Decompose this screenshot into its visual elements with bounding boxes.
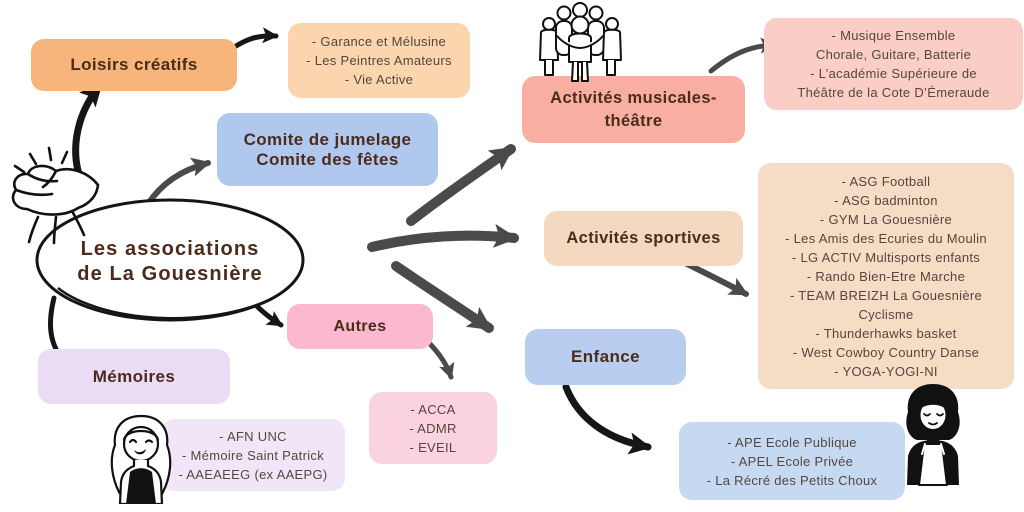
list-item: - EVEIL bbox=[409, 439, 457, 455]
node-loisirs-label: Loisirs créatifs bbox=[70, 55, 198, 74]
node-musicales-line1: Activités musicales- bbox=[550, 88, 717, 107]
list-item: - YOGA-YOGI-NI bbox=[834, 363, 938, 379]
list-sportives[interactable]: - ASG Football - ASG badminton - GYM La … bbox=[758, 163, 1014, 389]
node-activites-sportives[interactable]: Activités sportives bbox=[544, 211, 743, 266]
node-comite[interactable]: Comite de jumelage Comite des fêtes bbox=[217, 113, 438, 186]
node-autres-label: Autres bbox=[333, 317, 387, 335]
list-item: - Les Peintres Amateurs bbox=[306, 53, 452, 68]
node-activites-musicales[interactable]: Activités musicales- théâtre bbox=[522, 76, 745, 143]
girl-winking-icon bbox=[104, 412, 178, 509]
node-loisirs-creatifs[interactable]: Loisirs créatifs bbox=[31, 39, 237, 91]
node-sportives-label: Activités sportives bbox=[566, 229, 721, 247]
list-item: - APE Ecole Publique bbox=[727, 434, 857, 450]
list-loisirs[interactable]: - Garance et Mélusine - Les Peintres Ama… bbox=[288, 23, 470, 98]
central-topic[interactable]: Les associations de La Gouesnière bbox=[30, 196, 310, 328]
node-memoires[interactable]: Mémoires bbox=[38, 349, 230, 404]
list-item: Théâtre de la Cote D’Émeraude bbox=[797, 85, 990, 100]
list-enfance[interactable]: - APE Ecole Publique - APEL Ecole Privée… bbox=[679, 422, 905, 500]
list-item: - GYM La Gouesnière bbox=[819, 211, 953, 227]
list-item: - TEAM BREIZH La Gouesnière bbox=[789, 287, 983, 303]
list-autres[interactable]: - ACCA - ADMR - EVEIL bbox=[369, 392, 497, 464]
list-item: - LG ACTIV Multisports enfants bbox=[791, 249, 981, 265]
list-item: - Les Amis des Ecuries du Moulin bbox=[785, 230, 987, 246]
list-item: - AAEAEEG (ex AAEPG) bbox=[178, 466, 328, 482]
list-item: - ASG badminton bbox=[834, 192, 938, 208]
hands-together-icon bbox=[0, 138, 105, 253]
list-item: - Mémoire Saint Patrick bbox=[182, 447, 324, 463]
list-item: - Musique Ensemble bbox=[831, 28, 956, 43]
node-autres[interactable]: Autres bbox=[287, 304, 433, 349]
list-item: - Vie Active bbox=[344, 72, 414, 87]
central-title-line1: Les associations bbox=[80, 238, 260, 260]
list-item: - L’académie Supérieure de bbox=[810, 66, 977, 81]
list-item: - Thunderhawks basket bbox=[815, 325, 957, 341]
central-title-line2: de La Gouesnière bbox=[77, 263, 263, 285]
list-memoires[interactable]: - AFN UNC - Mémoire Saint Patrick - AAEA… bbox=[161, 419, 345, 491]
list-item: Cyclisme bbox=[858, 306, 914, 322]
arrow-enfance-to-list bbox=[562, 383, 652, 455]
list-item: - APEL Ecole Privée bbox=[730, 453, 854, 469]
group-huddle-icon bbox=[533, 0, 628, 90]
list-item: - La Récré des Petits Choux bbox=[706, 472, 878, 488]
list-item: - ADMR bbox=[409, 420, 457, 436]
node-memoires-label: Mémoires bbox=[92, 366, 176, 386]
node-enfance-label: Enfance bbox=[571, 347, 640, 366]
list-item: Chorale, Guitare, Batterie bbox=[815, 47, 972, 62]
node-enfance[interactable]: Enfance bbox=[525, 329, 686, 385]
list-item: - West Cowboy Country Danse bbox=[792, 344, 980, 360]
arrow-central-to-sportives bbox=[367, 223, 519, 252]
node-musicales-line2: théâtre bbox=[604, 111, 663, 130]
list-item: - AFN UNC bbox=[219, 428, 287, 444]
woman-apron-icon bbox=[896, 382, 970, 491]
list-item: - Rando Bien-Etre Marche bbox=[806, 268, 966, 284]
node-comite-line2: Comite des fêtes bbox=[256, 149, 399, 169]
list-item: - ASG Football bbox=[841, 173, 931, 189]
list-item: - Garance et Mélusine bbox=[311, 34, 447, 49]
node-comite-line1: Comite de jumelage bbox=[243, 129, 412, 149]
list-musicales[interactable]: - Musique Ensemble Chorale, Guitare, Bat… bbox=[764, 18, 1023, 110]
list-item: - ACCA bbox=[410, 401, 456, 417]
